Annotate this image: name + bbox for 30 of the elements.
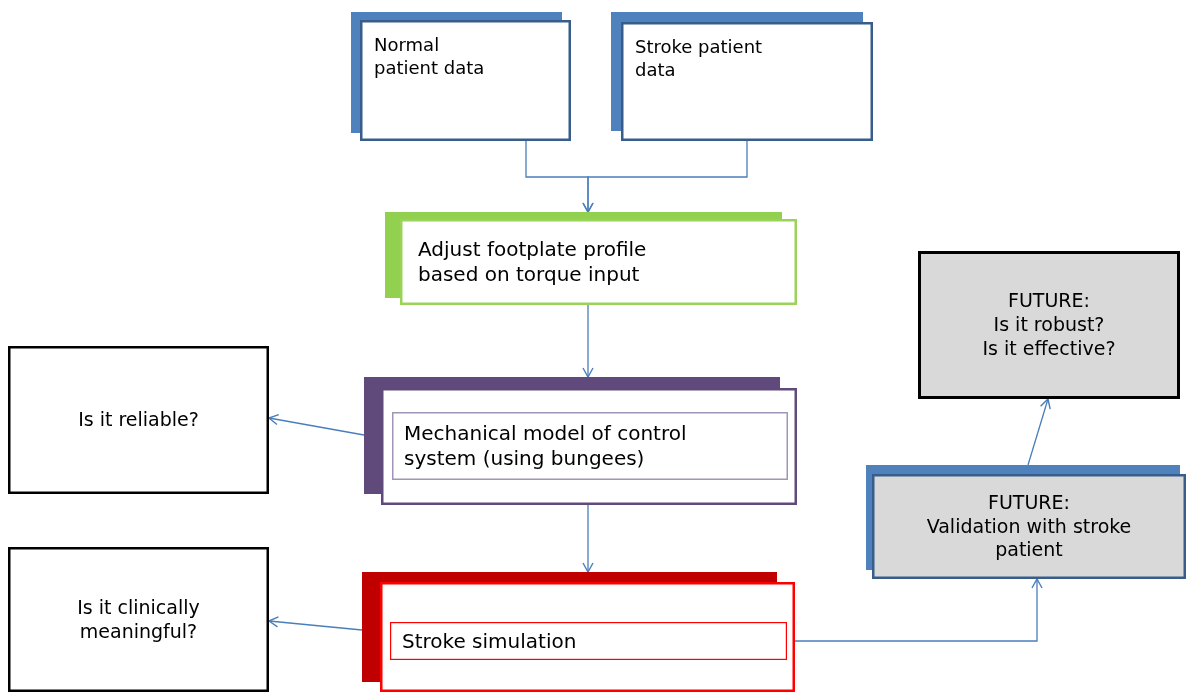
arrow [582,140,748,213]
box-text: Is it clinically meaningful? [76,595,201,644]
box-text: Stroke patient data [635,36,764,81]
arrow [1027,398,1051,466]
question-box [8,547,269,692]
box-text: Is it reliable? [78,408,199,432]
arrow [794,578,1043,642]
process-box [390,622,787,660]
box-text: Is it robust? [993,313,1105,337]
question-box [8,346,269,494]
box-text: Normal patient data [374,34,486,79]
box-text: Validation with stroke patient [925,514,1133,563]
stacked-process-box [611,12,873,141]
box-text: Stroke simulation [402,628,577,654]
stacked-process-box [866,465,1186,579]
box-heading: FUTURE: [1008,289,1090,314]
stacked-card [362,572,795,692]
arrow [268,616,363,631]
arrow [582,504,594,573]
box-text: Adjust footplate profile based on torque input [418,237,648,287]
question-box [918,251,1180,399]
box-text: Is it effective? [982,336,1116,361]
arrow [268,413,365,436]
stacked-process-box [351,12,571,141]
stacked-process-box [385,212,797,305]
stacked-card [364,377,797,505]
process-box [392,412,788,480]
arrow [582,304,594,378]
box-heading: FUTURE: [988,490,1070,515]
box-text: Mechanical model of control system (using bungees) [404,421,688,471]
